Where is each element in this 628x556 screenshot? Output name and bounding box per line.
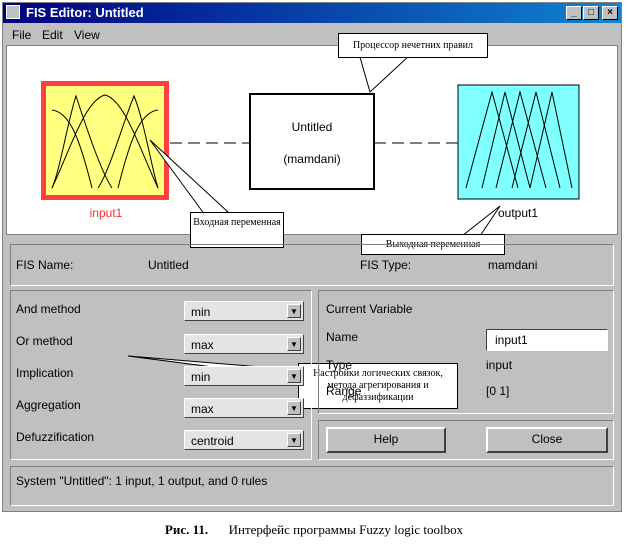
- fis-type-value: mamdani: [488, 258, 538, 272]
- output-variable-block[interactable]: [457, 84, 580, 200]
- dropdown-arrow-icon: ▼: [287, 401, 301, 415]
- status-text: System "Untitled": 1 input, 1 output, an…: [16, 474, 268, 488]
- dropdown-arrow-icon: ▼: [287, 304, 301, 318]
- fis-name-value: Untitled: [148, 258, 189, 272]
- minimize-button[interactable]: _: [566, 6, 582, 20]
- input-callout: Входная переменная: [190, 212, 284, 248]
- variable-type-value: input: [486, 358, 513, 372]
- dropdown-arrow-icon: ▼: [287, 369, 301, 383]
- figure-caption: Рис. 11. Интерфейс программы Fuzzy logic…: [0, 522, 628, 538]
- variable-name-field[interactable]: input1: [486, 329, 608, 351]
- system-block[interactable]: [249, 93, 375, 190]
- menu-file[interactable]: File: [12, 28, 32, 42]
- defuzzification-value: centroid: [191, 434, 234, 448]
- implication-label: Implication: [16, 366, 74, 380]
- window-icon: [6, 5, 20, 19]
- implication-select[interactable]: min ▼: [184, 366, 304, 386]
- aggregation-label: Aggregation: [16, 398, 81, 412]
- output-label: output1: [497, 206, 539, 220]
- variable-range-label: Range: [326, 384, 362, 398]
- system-name-label: Untitled: [291, 120, 333, 134]
- defuzzification-label: Defuzzification: [16, 430, 95, 444]
- implication-value: min: [191, 370, 211, 384]
- variable-name-value: input1: [495, 333, 528, 347]
- current-variable-panel: [318, 290, 614, 414]
- fis-name-label: FIS Name:: [16, 258, 74, 272]
- caption-prefix: Рис. 11.: [164, 522, 209, 537]
- close-button[interactable]: Close: [486, 427, 608, 453]
- input-label: input1: [89, 206, 123, 220]
- window-title: FIS Editor: Untitled: [26, 5, 144, 20]
- maximize-button[interactable]: □: [583, 6, 599, 20]
- input-variable-block[interactable]: [41, 81, 169, 200]
- defuzzification-select[interactable]: centroid ▼: [184, 430, 304, 450]
- aggregation-value: max: [191, 402, 214, 416]
- variable-range-value: [0 1]: [486, 384, 510, 398]
- close-window-button[interactable]: ×: [602, 6, 618, 20]
- methods-callout: Настройки логических связок, метода агре…: [298, 363, 458, 409]
- or-method-label: Or method: [16, 334, 73, 348]
- current-variable-header: Current Variable: [326, 302, 413, 316]
- variable-type-label: Type: [326, 358, 353, 372]
- variable-name-label: Name: [326, 330, 359, 344]
- and-method-label: And method: [16, 302, 81, 316]
- button-panel: [318, 420, 614, 460]
- dropdown-arrow-icon: ▼: [287, 433, 301, 447]
- status-bar: [10, 466, 614, 506]
- title-bar[interactable]: [3, 3, 621, 23]
- fis-info-panel: [10, 244, 614, 286]
- dropdown-arrow-icon: ▼: [287, 337, 301, 351]
- methods-panel: [10, 290, 312, 460]
- and-method-select[interactable]: min ▼: [184, 301, 304, 321]
- menu-view[interactable]: View: [74, 28, 100, 42]
- help-button[interactable]: Help: [326, 427, 446, 453]
- aggregation-select[interactable]: max ▼: [184, 398, 304, 418]
- fis-type-label: FIS Type:: [360, 258, 412, 272]
- caption-text: Интерфейс программы Fuzzy logic toolbox: [228, 522, 464, 537]
- system-type-label: (mamdani): [283, 152, 341, 166]
- menu-edit[interactable]: Edit: [42, 28, 63, 42]
- or-method-select[interactable]: max ▼: [184, 334, 304, 354]
- or-method-value: max: [191, 338, 214, 352]
- processor-callout: Процессор нечетних правил: [338, 33, 488, 58]
- and-method-value: min: [191, 305, 211, 319]
